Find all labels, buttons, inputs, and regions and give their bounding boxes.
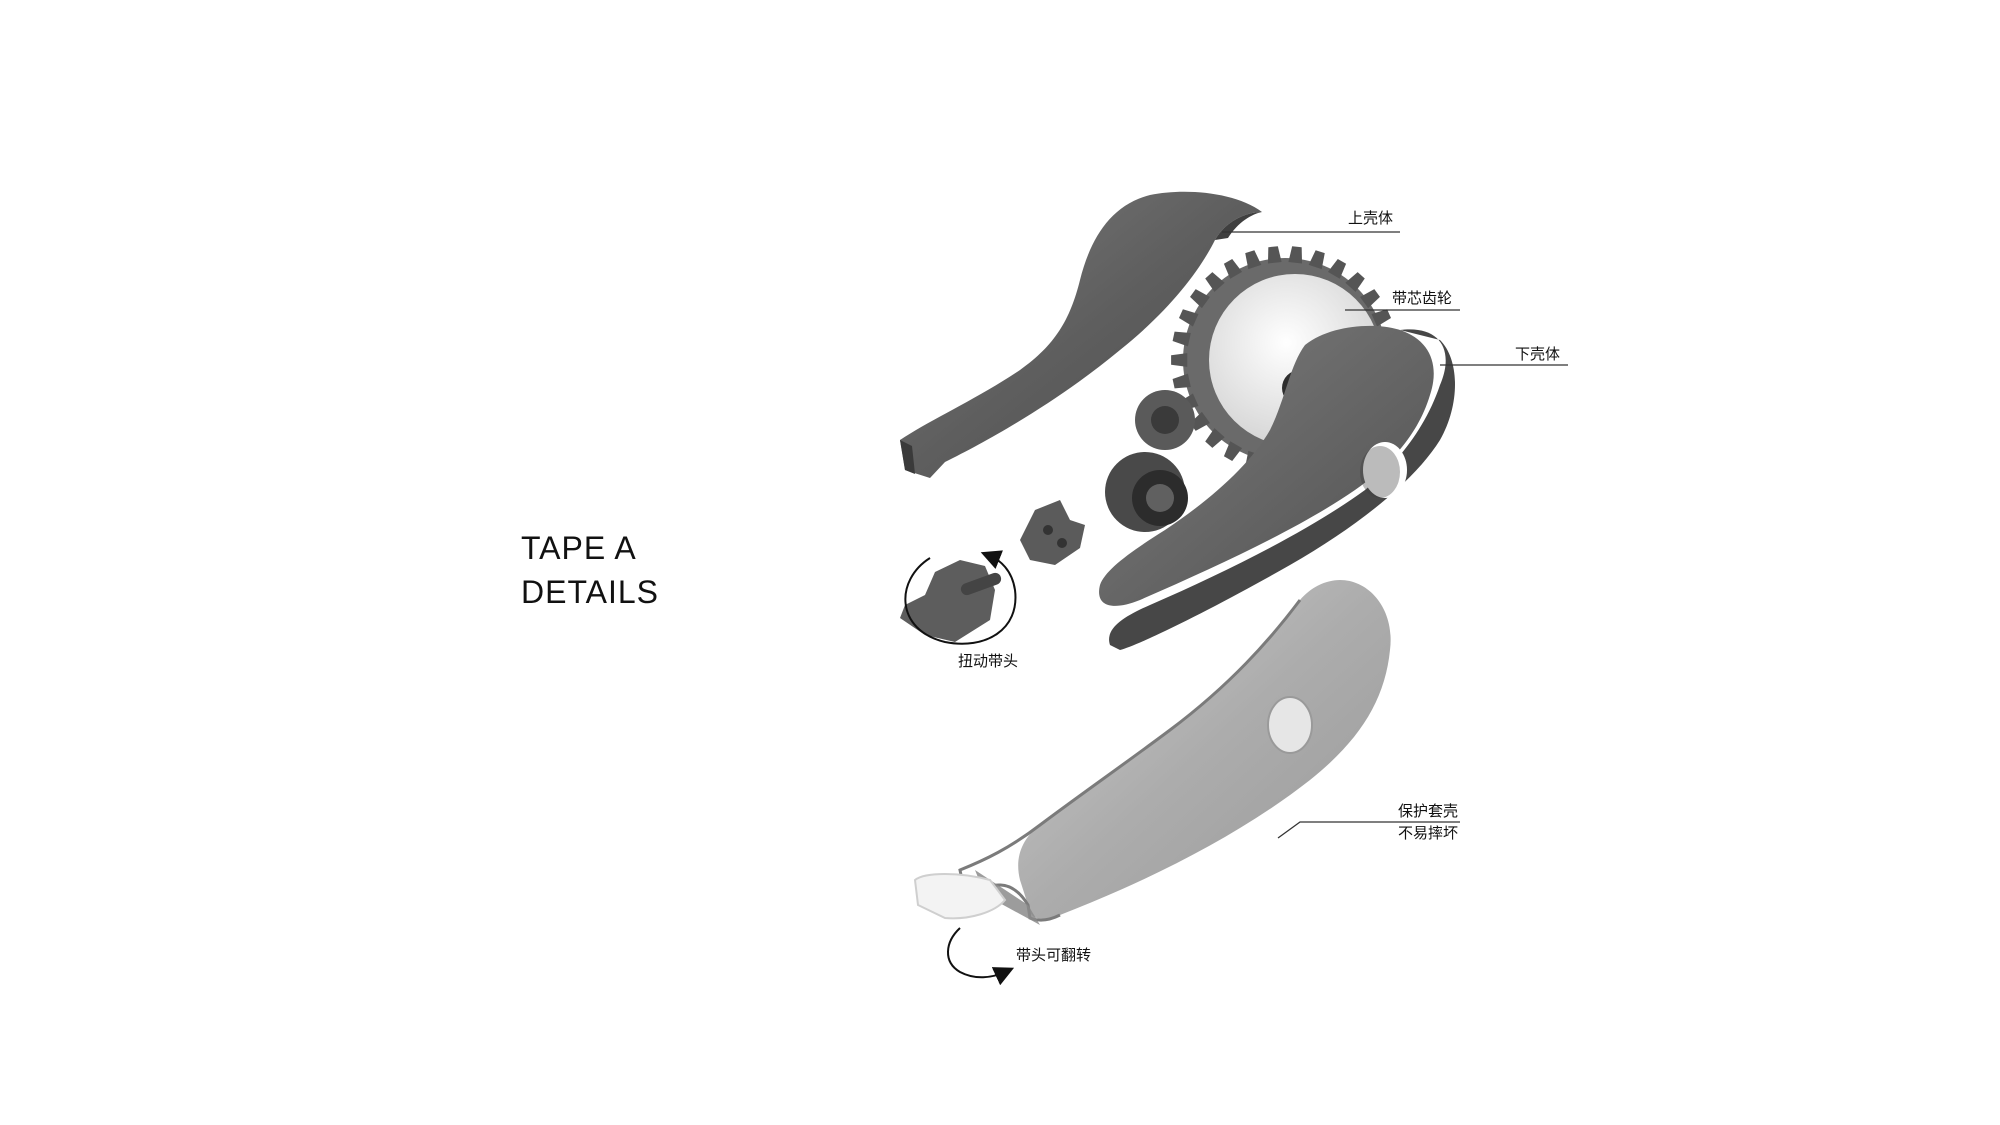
lower-shell bbox=[1099, 325, 1455, 650]
gear-tooth bbox=[1345, 272, 1365, 292]
gear-tooth bbox=[1288, 246, 1303, 264]
title-line-1: TAPE A bbox=[521, 530, 637, 566]
clip-piece bbox=[1020, 500, 1085, 565]
callout-core-gear: 带芯齿轮 bbox=[1392, 289, 1452, 307]
gear-tooth bbox=[1179, 309, 1199, 327]
gear-tooth bbox=[1172, 331, 1191, 347]
callout-upper-shell: 上壳体 bbox=[1348, 209, 1393, 227]
gear-tooth bbox=[1327, 258, 1347, 279]
gear-tooth bbox=[1371, 309, 1391, 327]
callout-flip-head: 带头可翻转 bbox=[1016, 946, 1091, 964]
callout-protective-case-line-1: 保护套壳 bbox=[1398, 802, 1458, 820]
gear-tooth bbox=[1190, 411, 1210, 431]
callout-twist-head: 扭动带头 bbox=[958, 652, 1018, 670]
upper-shell bbox=[900, 191, 1262, 478]
small-gear bbox=[1135, 390, 1195, 450]
gear-tooth bbox=[1205, 272, 1225, 292]
diagram-title: TAPE A DETAILS bbox=[521, 526, 659, 614]
bearing-roller bbox=[1105, 452, 1188, 532]
gear-tooth bbox=[1245, 250, 1262, 270]
flip-head bbox=[913, 873, 1007, 920]
callout-lower-shell: 下壳体 bbox=[1515, 345, 1560, 363]
gear-tooth bbox=[1223, 441, 1243, 462]
twist-arrow bbox=[904, 550, 1017, 645]
gear-tooth bbox=[1360, 289, 1380, 309]
gear-tooth bbox=[1308, 250, 1325, 270]
title-line-2: DETAILS bbox=[521, 574, 659, 610]
flip-arrow bbox=[947, 927, 1015, 986]
gear-tooth bbox=[1171, 353, 1188, 367]
leader-lines bbox=[1222, 231, 1568, 839]
twist-head-part bbox=[900, 560, 1002, 642]
gear-tooth bbox=[1223, 258, 1243, 279]
protective-case bbox=[958, 580, 1391, 925]
gear-tooth bbox=[1190, 289, 1210, 309]
gear-tooth bbox=[1267, 246, 1282, 264]
gear-tooth bbox=[1205, 428, 1225, 448]
gear-tooth bbox=[1172, 373, 1191, 389]
callout-protective-case-line-2: 不易摔坏 bbox=[1398, 824, 1458, 842]
